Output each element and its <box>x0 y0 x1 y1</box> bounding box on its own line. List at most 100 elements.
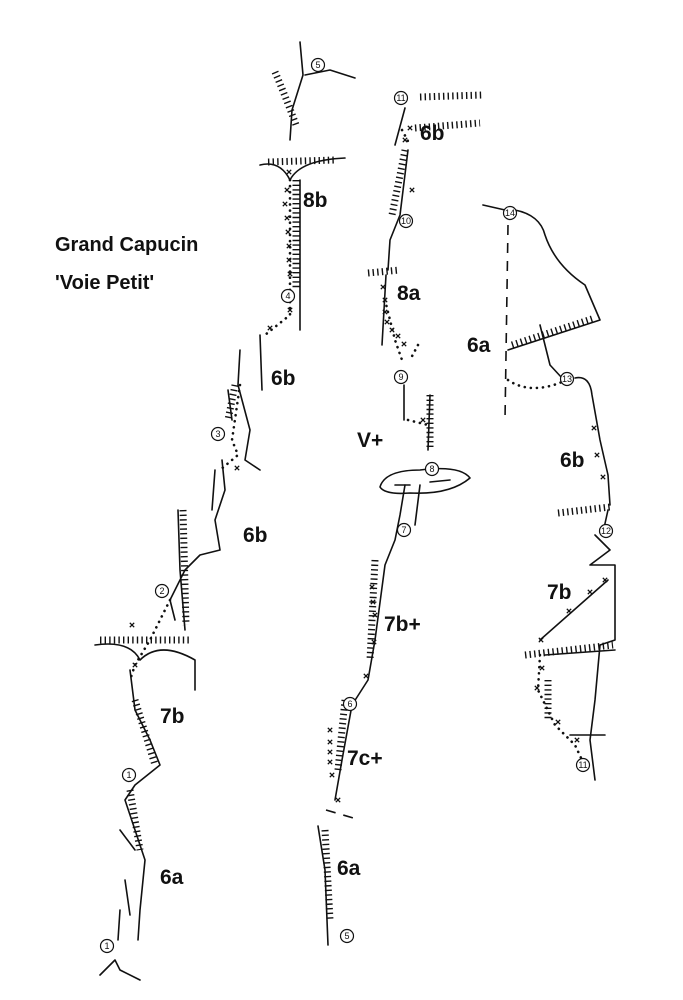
bolt-icon <box>574 737 580 743</box>
svg-text:9: 9 <box>398 372 403 382</box>
bolt-icon <box>370 599 376 605</box>
topo-title: Grand Capucin <box>55 234 198 256</box>
belay-station: 7 <box>396 522 412 538</box>
bolt-icon <box>395 333 401 339</box>
svg-text:4: 4 <box>285 291 290 301</box>
svg-text:1: 1 <box>104 941 109 951</box>
left-pitches <box>94 41 356 981</box>
belay-station: 5 <box>339 928 355 944</box>
bolt-icon <box>284 215 290 221</box>
bolt-icon <box>420 417 426 423</box>
bolt-icon <box>132 662 138 668</box>
belay-station: 11 <box>393 90 409 106</box>
route-name: 'Voie Petit' <box>55 272 154 294</box>
bolt-icon <box>587 589 593 595</box>
bolt-icon <box>371 639 377 645</box>
bolt-icon <box>600 474 606 480</box>
bolt-icon <box>555 719 561 725</box>
bolt-icon <box>327 759 333 765</box>
bolt-icon <box>285 229 291 235</box>
belay-station: 5 <box>310 57 326 73</box>
bolt-icon <box>402 137 408 143</box>
svg-text:5: 5 <box>315 60 320 70</box>
bolt-icon <box>327 727 333 733</box>
grade-label: V+ <box>357 429 383 452</box>
bolt-icon <box>363 673 369 679</box>
belay-station: 13 <box>559 371 575 387</box>
grade-label: 6b <box>420 122 445 145</box>
bolt-icon <box>327 749 333 755</box>
belay-station: 9 <box>393 369 409 385</box>
belay-station: 14 <box>502 205 518 221</box>
bolt-icon <box>286 169 292 175</box>
grade-label: 8b <box>303 189 328 212</box>
belay-station: 11 <box>575 757 591 773</box>
svg-text:11: 11 <box>578 760 587 770</box>
bolt-icon <box>287 271 293 277</box>
grade-label: 8a <box>397 282 421 305</box>
grade-labels: 8b 6b 6b 7b 6a 6b 8a V+ 7b+ 7c+ 6a 6a 6b… <box>160 122 585 889</box>
grade-label: 6a <box>337 857 361 880</box>
bolt-icon <box>389 327 395 333</box>
bolt-icon <box>286 243 292 249</box>
bolt-icon <box>335 797 341 803</box>
svg-text:8: 8 <box>429 464 434 474</box>
bolt-icon <box>534 685 540 691</box>
bolt-icon <box>267 325 273 331</box>
svg-text:14: 14 <box>505 208 515 218</box>
bolt-icon <box>369 584 375 590</box>
belay-station: 3 <box>210 426 226 442</box>
svg-text:1: 1 <box>126 770 131 780</box>
bolt-icon <box>284 187 290 193</box>
svg-text:11: 11 <box>396 93 405 103</box>
svg-text:3: 3 <box>215 429 220 439</box>
bolt-icon <box>234 465 240 471</box>
belay-station: 8 <box>424 461 440 477</box>
grade-label: 7b <box>160 705 185 728</box>
grade-label: 6a <box>467 334 491 357</box>
bolt-icon <box>282 201 288 207</box>
bolt-icon <box>594 452 600 458</box>
bolt-icon <box>409 187 415 193</box>
belay-station: 6 <box>342 696 358 712</box>
grade-label: 7b <box>547 581 572 604</box>
bolt-icon <box>382 297 388 303</box>
bolt-icon <box>372 612 378 618</box>
belay-station: 12 <box>598 523 614 539</box>
bolt-icon <box>287 307 293 313</box>
belay-station: 1 <box>121 767 137 783</box>
bolt-icon <box>566 608 572 614</box>
bolt-icon <box>129 622 135 628</box>
bolt-icon <box>286 257 292 263</box>
bolt-icon <box>539 665 545 671</box>
bolt-icon <box>384 319 390 325</box>
grade-label: 6b <box>560 449 585 472</box>
svg-text:5: 5 <box>344 931 349 941</box>
svg-text:7: 7 <box>401 525 406 535</box>
grade-label: 6b <box>243 524 268 547</box>
svg-text:2: 2 <box>159 586 164 596</box>
belay-station: 2 <box>154 583 170 599</box>
svg-text:12: 12 <box>601 526 611 536</box>
bolt-icon <box>329 772 335 778</box>
bolt-icon <box>380 284 386 290</box>
bolt-icon <box>591 425 597 431</box>
svg-text:6: 6 <box>347 699 352 709</box>
belay-station: 1 <box>99 938 115 954</box>
bolt-icon <box>401 341 407 347</box>
middle-pitches <box>317 91 483 946</box>
bolt-icon <box>538 637 544 643</box>
grade-label: 6a <box>160 866 184 889</box>
bolt-icon <box>327 739 333 745</box>
right-pitches <box>482 204 616 781</box>
bolt-icon <box>602 577 608 583</box>
svg-text:13: 13 <box>562 374 572 384</box>
belay-stations: 5 4 3 2 1 1 11 10 9 8 7 6 5 14 13 12 11 <box>99 57 614 954</box>
belay-station: 10 <box>398 213 414 229</box>
grade-label: 7c+ <box>347 747 383 770</box>
bolt-markers <box>129 125 608 803</box>
grade-label: 6b <box>271 367 296 390</box>
bolt-icon <box>382 309 388 315</box>
belay-station: 4 <box>280 288 296 304</box>
